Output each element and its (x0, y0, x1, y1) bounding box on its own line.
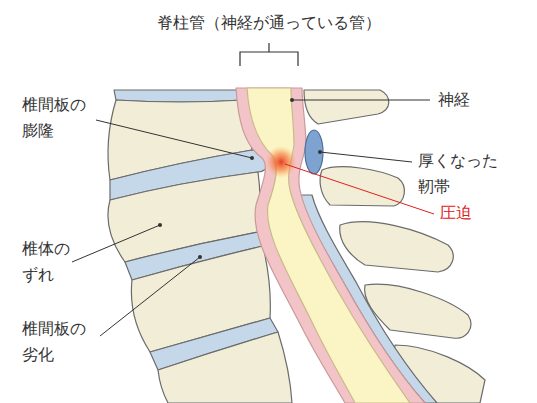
leader-dot (290, 98, 294, 102)
part-label: 神経 (438, 87, 470, 113)
vertebral-body (158, 332, 292, 403)
leader-dot (158, 223, 162, 227)
leader-line (72, 225, 160, 262)
leader-dot (198, 255, 202, 259)
leader-dot (250, 156, 254, 160)
bracket (240, 43, 298, 66)
dura (236, 88, 425, 403)
lamina (340, 222, 453, 272)
compression-glow (265, 146, 297, 178)
part-label: 圧迫 (440, 200, 472, 226)
part-label: 厚くなった 靭帯 (418, 148, 498, 199)
leader-dot (318, 150, 322, 154)
leader-line (292, 100, 430, 101)
thick-ligament (305, 130, 323, 174)
leader-line (285, 164, 434, 214)
leader-line (100, 257, 200, 336)
part-label: 椎間板の 膨隆 (22, 92, 86, 143)
lamina (304, 90, 389, 124)
nerve (247, 88, 410, 403)
part-label: 椎体の ずれ (22, 236, 70, 287)
leader-line (96, 120, 252, 158)
part-label: 椎間板の 劣化 (22, 316, 86, 367)
disc (114, 90, 243, 102)
canal-label: 脊柱管（神経が通っている管） (157, 10, 381, 36)
leader-line (320, 152, 412, 162)
